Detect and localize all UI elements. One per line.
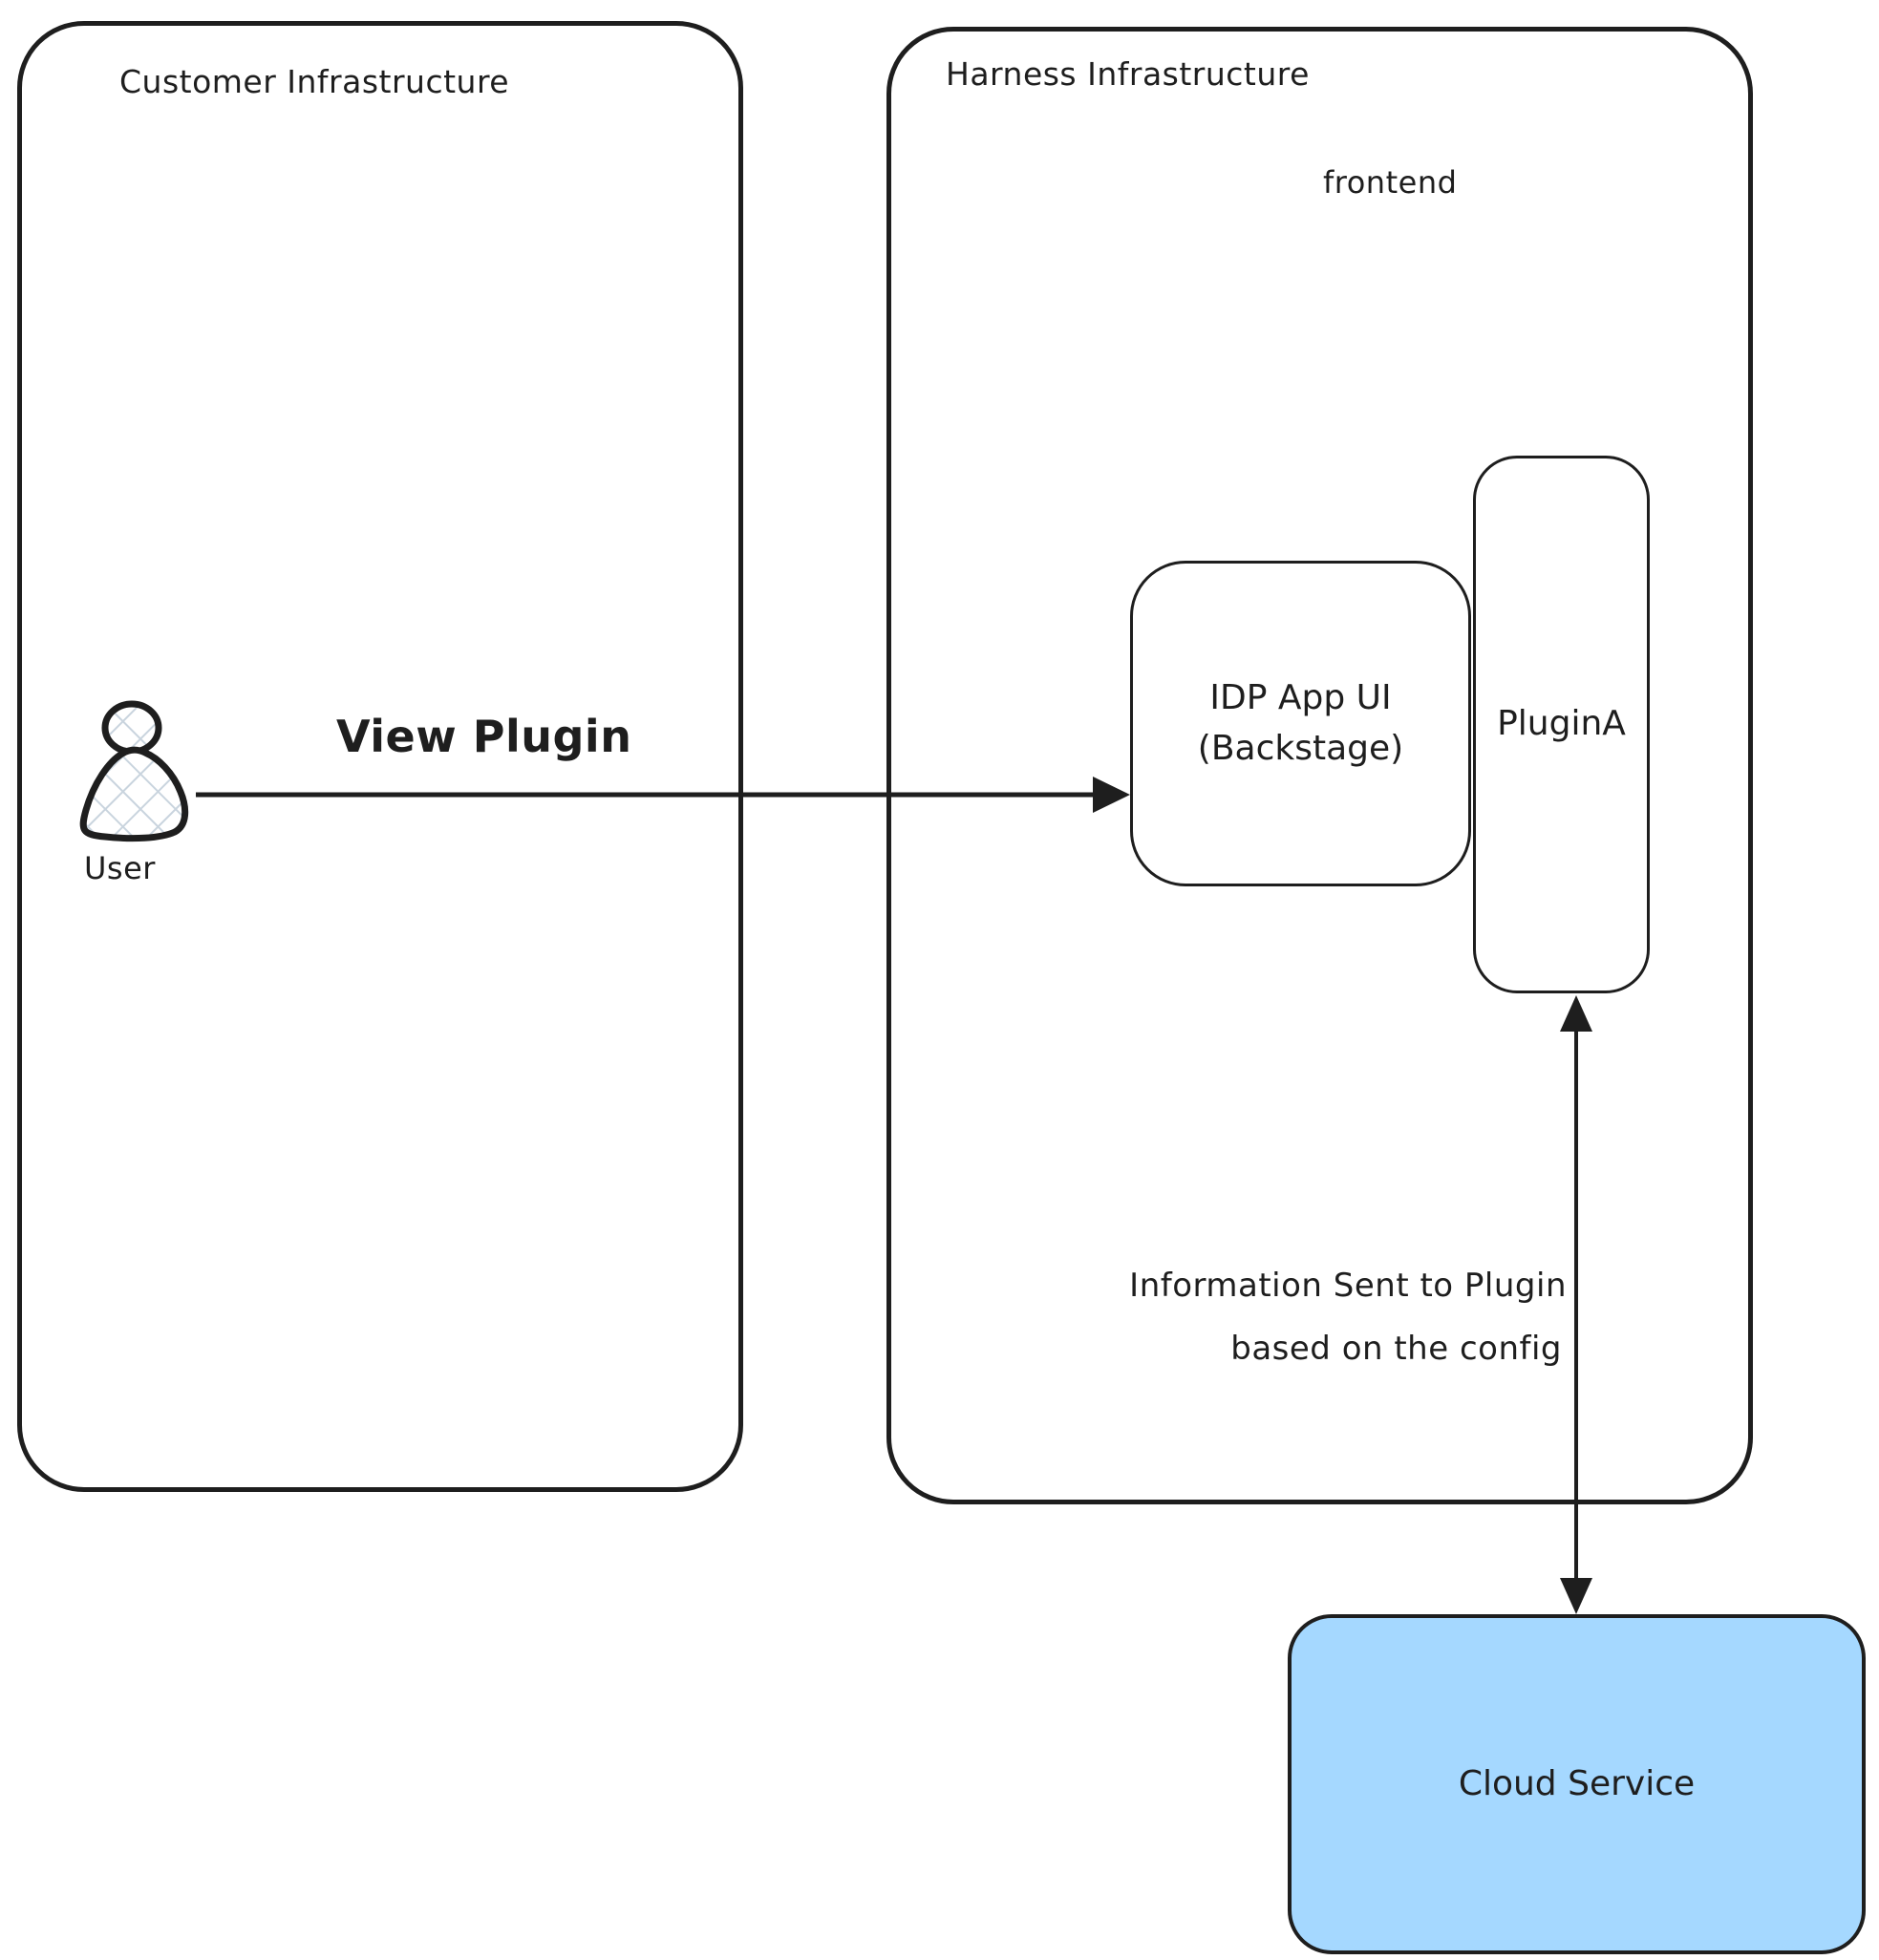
info-sent-label-line2: based on the config (1230, 1330, 1562, 1368)
harness-infrastructure-box (886, 27, 1753, 1504)
user-label: User (84, 850, 156, 886)
frontend-region-label: frontend (1323, 164, 1458, 201)
cloud-service-label: Cloud Service (1458, 1763, 1696, 1803)
idp-app-ui-label: IDP App UI (Backstage) (1198, 673, 1403, 773)
customer-infrastructure-label: Customer Infrastructure (119, 63, 510, 100)
harness-infrastructure-label: Harness Infrastructure (946, 55, 1310, 93)
arrowhead-down-icon (1560, 1578, 1592, 1614)
plugin-a-node: PluginA (1473, 456, 1650, 993)
view-plugin-label: View Plugin (336, 711, 632, 762)
idp-app-ui-label-line1: IDP App UI (1209, 678, 1392, 718)
info-sent-label-line1: Information Sent to Plugin (1129, 1267, 1567, 1305)
plugin-a-label: PluginA (1497, 704, 1626, 744)
idp-app-ui-label-line2: (Backstage) (1197, 728, 1404, 768)
idp-app-ui-node: IDP App UI (Backstage) (1130, 561, 1471, 886)
customer-infrastructure-box (17, 21, 743, 1492)
cloud-service-node: Cloud Service (1288, 1614, 1866, 1954)
